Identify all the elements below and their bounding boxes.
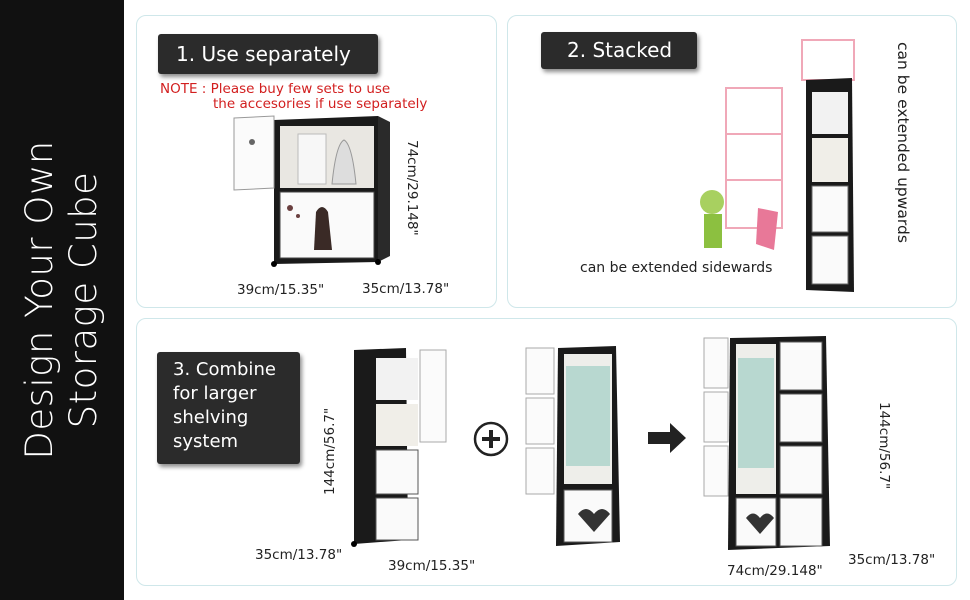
cube-2-illustration <box>233 115 390 267</box>
combine-line-4: system <box>173 431 239 452</box>
combined-wardrobe-illustration <box>703 336 830 550</box>
caption-extend-sidewards: can be extended sidewards <box>580 260 773 276</box>
caption-extend-upwards: can be extended upwards <box>894 42 912 243</box>
note-line-1: NOTE : Please buy few sets to use <box>160 81 391 97</box>
note-line-2: the accesories if use separately <box>213 96 428 112</box>
note-text: NOTE : Please buy few sets to use the ac… <box>160 82 427 112</box>
dim-width: 39cm/15.35" <box>237 282 325 298</box>
dim2-depth: 35cm/13.78" <box>848 552 936 568</box>
label-use-separately: 1. Use separately <box>158 34 378 74</box>
dim2-width: 74cm/29.148" <box>727 563 823 579</box>
sidebar: Design Your Own Storage Cube <box>0 0 124 600</box>
dim1-width: 39cm/15.35" <box>388 558 476 574</box>
tower-single-illustration <box>351 348 447 547</box>
title-line-2: Storage Cube <box>62 171 105 429</box>
dim2-height: 144cm/56.7" <box>876 402 892 490</box>
dim1-height: 144cm/56.7" <box>322 407 338 495</box>
combine-line-2: for larger <box>173 383 257 404</box>
dim-height: 74cm/29.148" <box>404 140 420 236</box>
dim1-depth: 35cm/13.78" <box>255 547 343 563</box>
arrow-right-icon <box>648 423 686 453</box>
combine-line-3: shelving <box>173 407 249 428</box>
plus-circle-icon <box>473 421 509 457</box>
stacked-illustration <box>700 39 855 292</box>
wardrobe-illustration <box>525 346 620 546</box>
sidebar-title: Design Your Own Storage Cube <box>18 140 106 459</box>
dim-depth: 35cm/13.78" <box>362 281 450 297</box>
panel-stacked <box>507 15 957 308</box>
label-combine: 3. Combine for larger shelving system <box>157 352 300 464</box>
title-line-1: Design Your Own <box>18 140 61 460</box>
label-stacked: 2. Stacked <box>541 32 697 69</box>
combine-line-1: 3. Combine <box>173 359 276 380</box>
